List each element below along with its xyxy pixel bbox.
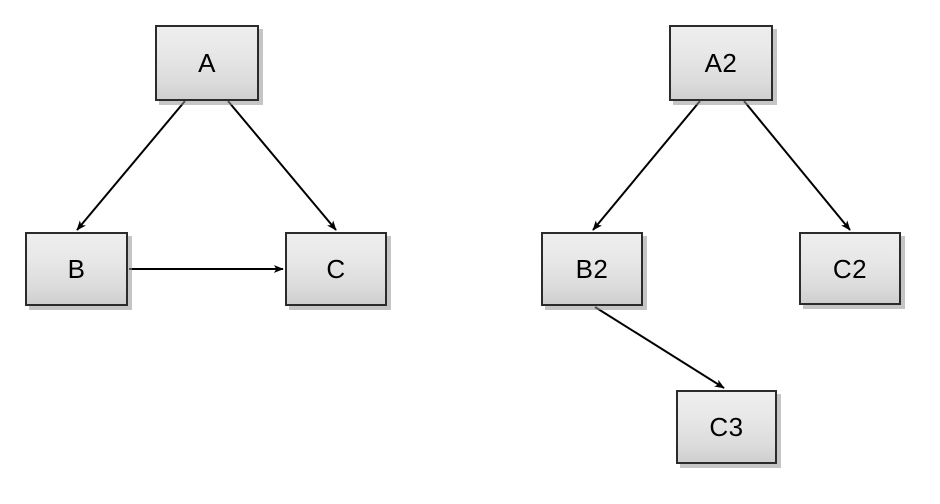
edges-group xyxy=(76,100,851,389)
node-label-b: B xyxy=(67,254,86,284)
node-c[interactable]: C xyxy=(285,232,387,306)
edge-b2-to-c3[interactable] xyxy=(594,306,725,389)
node-b2[interactable]: B2 xyxy=(541,232,643,306)
node-label-b2: B2 xyxy=(575,254,609,284)
node-a2[interactable]: A2 xyxy=(669,25,773,101)
node-label-c2: C2 xyxy=(832,253,868,284)
node-label-c3: C3 xyxy=(709,412,744,442)
node-label-a: A xyxy=(198,48,216,78)
node-label-a2: A2 xyxy=(704,48,738,78)
edge-a-to-c[interactable] xyxy=(227,100,337,231)
edge-a-to-b[interactable] xyxy=(76,100,186,231)
node-c2[interactable]: C2 xyxy=(799,232,901,305)
node-c3[interactable]: C3 xyxy=(676,390,777,464)
edge-a2-to-b2[interactable] xyxy=(592,100,701,231)
node-a[interactable]: A xyxy=(155,25,259,101)
edge-a2-to-c2[interactable] xyxy=(743,100,851,231)
node-b[interactable]: B xyxy=(25,232,128,306)
node-label-c: C xyxy=(326,254,346,284)
